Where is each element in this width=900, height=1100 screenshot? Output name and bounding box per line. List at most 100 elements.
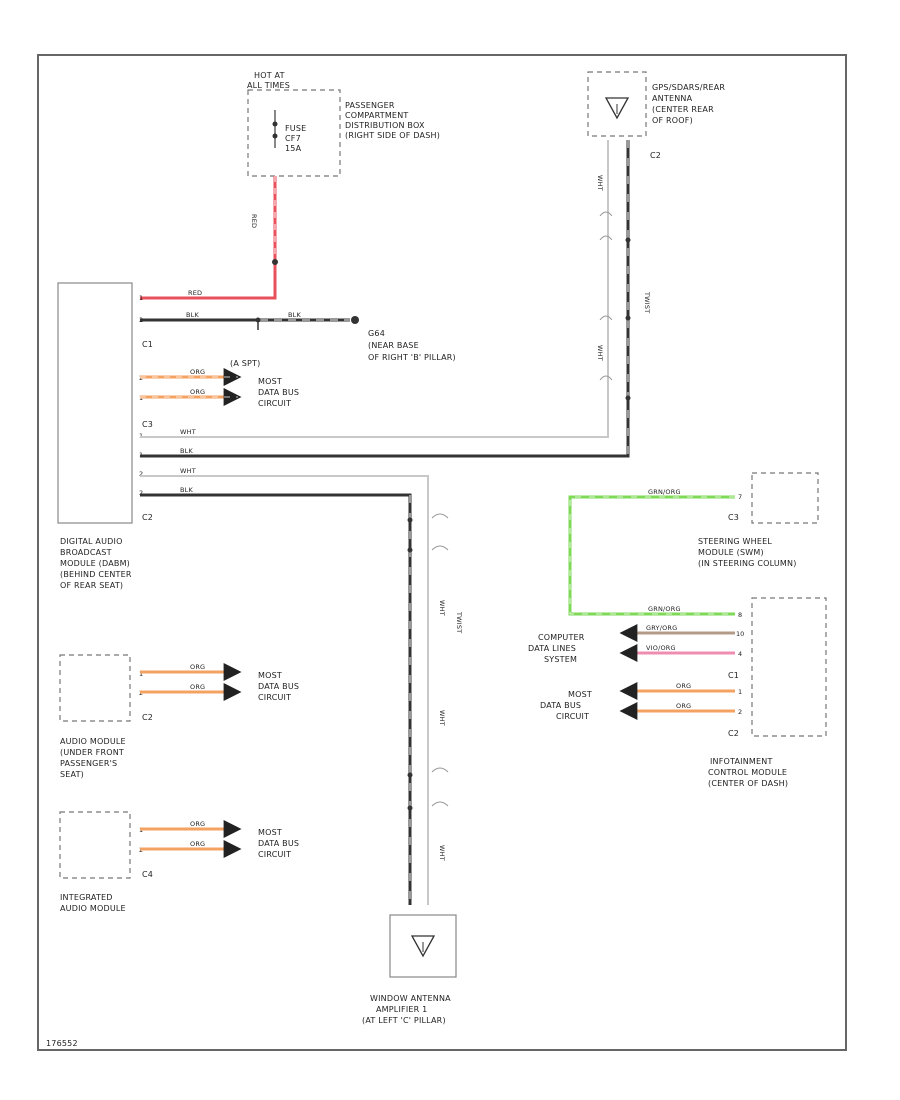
ground-location-2: OF RIGHT 'B' PILLAR) [368, 353, 456, 362]
fuse-label-3: 15A [285, 144, 302, 153]
most-bus-3: CIRCUIT [258, 850, 291, 859]
dab-name-5: OF REAR SEAT) [60, 581, 123, 590]
dab-pin: 2 [139, 489, 143, 497]
icm-name-1: INFOTAINMENT [710, 757, 773, 766]
blk-wire-label-2: BLK [288, 311, 301, 319]
icm-pin: 8 [738, 611, 742, 619]
fuse-label-2: CF7 [285, 134, 301, 143]
dab-pin: 2 [139, 470, 143, 478]
dab-connector-c3: C3 [142, 420, 153, 429]
sdars-antenna: GPS/SDARS/REAR ANTENNA (CENTER REAR OF R… [587, 71, 725, 160]
fuse-box-name-4: (RIGHT SIDE OF DASH) [345, 131, 440, 140]
sdars-name-4: OF ROOF) [652, 116, 693, 125]
vio-org-label: VIO/ORG [646, 644, 676, 652]
integrated-audio-connector: C4 [142, 870, 153, 879]
connector-symbol [599, 235, 613, 241]
dab-name-4: (BEHIND CENTER [60, 570, 132, 579]
audio-module-pin: 1 [139, 670, 143, 678]
audio-module-name-2: (UNDER FRONT [60, 748, 124, 757]
integrated-audio-name-2: AUDIO MODULE [60, 904, 126, 913]
connector-symbol [599, 211, 613, 217]
icm-connector-c2: C2 [728, 729, 739, 738]
wire-splice-dot [407, 805, 413, 811]
wht-wire-label: WHT [438, 710, 446, 726]
wht-wire-label: WHT [438, 845, 446, 861]
antenna-icon [604, 97, 630, 120]
dab-module: C1 C3 C2 1 2 2 1 1 1 2 2 DIGITAL AUDIO B… [57, 282, 153, 590]
most-bus-2: DATA BUS [258, 388, 299, 397]
steering-wheel-module: 7 C3 STEERING WHEEL MODULE (SWM) (IN STE… [698, 472, 819, 568]
twisted-label: TWIST [455, 611, 463, 633]
red-wire [140, 176, 277, 300]
steering-pin: 7 [738, 493, 742, 501]
twisted-label: TWIST [643, 291, 651, 313]
fuse-box-name-2: COMPARTMENT [345, 111, 408, 120]
most-bus-2: DATA BUS [258, 839, 299, 848]
org-wire-label: ORG [676, 682, 691, 690]
grn-org-label: GRN/ORG [648, 488, 681, 496]
wire-splice-dot [625, 237, 631, 243]
ground-location-1: (NEAR BASE [368, 341, 419, 350]
integrated-audio-outline [59, 811, 131, 879]
org-wire-label: ORG [676, 702, 691, 710]
most-bus-2: DATA BUS [540, 701, 581, 710]
icm-name-3: (CENTER OF DASH) [708, 779, 788, 788]
connector-symbol [431, 545, 449, 551]
most-bus-1: MOST [258, 671, 282, 680]
connector-symbol [431, 513, 449, 519]
wire-splice-dot [625, 395, 631, 401]
sdars-name-1: GPS/SDARS/REAR [652, 83, 725, 92]
window-antenna-amplifier: WINDOW ANTENNA AMPLIFIER 1 (AT LEFT 'C' … [362, 914, 457, 1025]
org-wire-label: ORG [190, 820, 205, 828]
most-bus-3: CIRCUIT [556, 712, 589, 721]
wire-splice-dot [625, 315, 631, 321]
computer-lines-2: DATA LINES [528, 644, 576, 653]
fuse-box-name-3: DISTRIBUTION BOX [345, 121, 425, 130]
org-wire-label: ORG [190, 368, 205, 376]
integrated-audio-name-1: INTEGRATED [60, 893, 113, 902]
icm-pin: 10 [736, 630, 744, 638]
fuse-terminal [272, 133, 278, 139]
fuse-box-outline [247, 89, 341, 177]
infotainment-control-module: 8 10 4 1 2 C1 C2 INFOTAINMENT CONTROL MO… [708, 597, 827, 788]
wht-wire-label: WHT [596, 345, 604, 361]
window-antenna-name-2: AMPLIFIER 1 [376, 1005, 427, 1014]
window-antenna-name-3: (AT LEFT 'C' PILLAR) [362, 1016, 446, 1025]
ground-g64-symbol [351, 316, 359, 324]
dab-module-box [57, 282, 133, 524]
steering-connector: C3 [728, 513, 739, 522]
fuse-hot-label-1: HOT AT [254, 71, 285, 80]
connector-symbol [431, 767, 449, 773]
sdars-name-2: ANTENNA [652, 94, 693, 103]
computer-lines-3: SYSTEM [544, 655, 577, 664]
audio-module-name-1: AUDIO MODULE [60, 737, 126, 746]
diagram-id: 176552 [46, 1039, 78, 1048]
wire-splice-dot [272, 259, 278, 265]
wire-splice-dot [407, 547, 413, 553]
blk-wire-label: BLK [180, 447, 193, 455]
wht-coax-wire-2 [140, 475, 429, 905]
audio-module: C2 1 2 ORG ORG MOST DATA BUS CIRCUIT AUD… [59, 654, 299, 779]
audio-module-name-4: SEAT) [60, 770, 84, 779]
fuse-hot-label-2: ALL TIMES [247, 81, 290, 90]
icm-connector-c1: C1 [728, 671, 739, 680]
dab-name-1: DIGITAL AUDIO [60, 537, 123, 546]
ground-id: G64 [368, 329, 385, 338]
dab-connector-c1: C1 [142, 340, 153, 349]
gry-org-label: GRY/ORG [646, 624, 677, 632]
blk-wire-label: BLK [180, 486, 193, 494]
dab-name-3: MODULE (DABM) [60, 559, 130, 568]
wht-wire-label: WHT [438, 600, 446, 616]
diagram-frame [37, 54, 847, 1051]
fuse-box-name-1: PASSENGER [345, 101, 395, 110]
icm-pin: 4 [738, 650, 742, 658]
most-bus-1: MOST [258, 377, 282, 386]
audio-module-name-3: PASSENGER'S [60, 759, 117, 768]
sdars-connector: C2 [650, 151, 661, 160]
dab-pin: 1 [139, 294, 143, 302]
most-bus-1: MOST [258, 828, 282, 837]
icm-pin: 2 [738, 708, 742, 716]
blk-coax-wire [140, 140, 630, 458]
sdars-antenna-outline [587, 71, 647, 137]
